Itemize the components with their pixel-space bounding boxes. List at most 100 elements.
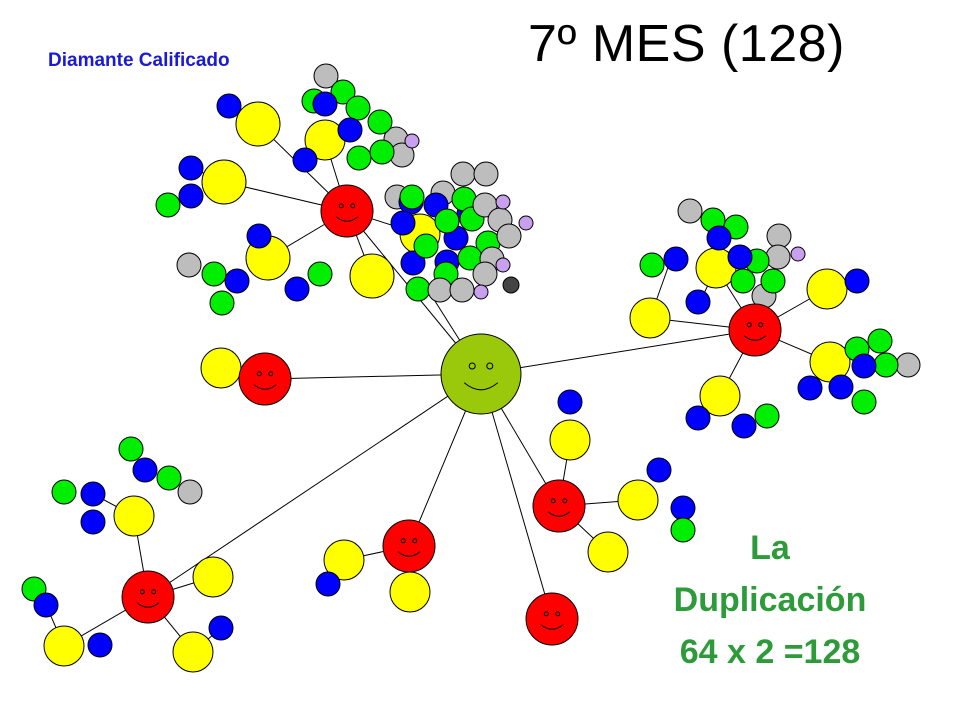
green-node (209, 290, 235, 316)
page-title: 7º MES (128) (528, 15, 845, 73)
green-node (51, 479, 77, 505)
yellow-node (113, 495, 155, 537)
blue-node (208, 615, 234, 641)
green-node (851, 389, 877, 415)
green-node (730, 268, 756, 294)
green-node (405, 276, 431, 302)
blue-node (224, 268, 250, 294)
connector-line (480, 329, 756, 375)
gray-node (766, 223, 792, 249)
green-node (873, 352, 899, 378)
caption-line-1: La (750, 529, 790, 567)
yellow-node (235, 101, 281, 147)
yellow-node (349, 253, 395, 299)
blue-node (400, 250, 426, 276)
yellow-node (192, 556, 234, 598)
yellow-node (389, 571, 431, 613)
red-smiley-node (238, 352, 292, 406)
blue-node (178, 155, 204, 181)
caption-line-2: Duplicación (673, 581, 867, 619)
lilac-node (404, 133, 420, 149)
green-node (307, 261, 333, 287)
blue-node (670, 495, 696, 521)
blue-node (828, 374, 854, 400)
red-smiley-node (525, 592, 579, 646)
green-node (369, 139, 395, 165)
blue-node (646, 457, 672, 483)
blue-node (390, 210, 416, 236)
blue-node (178, 183, 204, 209)
yellow-node (172, 631, 214, 673)
gray-node (473, 161, 499, 187)
tree-nodes (21, 63, 921, 673)
connector-line (480, 373, 553, 620)
gray-node (177, 479, 203, 505)
green-node (670, 517, 696, 543)
green-node (413, 233, 439, 259)
blue-node (731, 413, 757, 439)
caption-line-3: 64 x 2 =128 (679, 633, 861, 671)
blue-node (685, 405, 711, 431)
yellow-node (617, 479, 659, 521)
green-node (367, 109, 393, 135)
yellow-node (629, 297, 671, 339)
gray-node (427, 277, 453, 303)
red-smiley-node (382, 519, 436, 573)
blue-node (80, 481, 106, 507)
gray-node (765, 244, 791, 270)
blue-node (844, 268, 870, 294)
green-node (155, 192, 181, 218)
blue-node (312, 91, 338, 117)
yellow-node (587, 531, 629, 573)
blue-node (284, 276, 310, 302)
yellow-node (43, 625, 85, 667)
yellow-node (323, 539, 365, 581)
red-smiley-node (320, 184, 374, 238)
blue-node (557, 389, 583, 415)
yellow-node (200, 347, 242, 389)
gray-node (677, 198, 703, 224)
lilac-node (473, 284, 489, 300)
blue-node (797, 375, 823, 401)
blue-node (33, 592, 59, 618)
blue-node (315, 571, 341, 597)
subtitle: Diamante Calificado (48, 50, 230, 71)
lilac-node (790, 246, 806, 262)
green-node (330, 79, 356, 105)
lilac-node (495, 194, 511, 210)
yellow-node (699, 375, 741, 417)
gray-node (176, 252, 202, 278)
green-node (399, 184, 425, 210)
blue-node (292, 147, 318, 173)
blue-node (80, 509, 106, 535)
gray-node (496, 223, 522, 249)
caption: La Duplicación 64 x 2 =128 (635, 522, 905, 678)
red-smiley-node (121, 570, 175, 624)
blue-node (246, 223, 272, 249)
blue-node (337, 117, 363, 143)
yellow-node (806, 268, 848, 310)
blue-node (132, 457, 158, 483)
lilac-node (518, 215, 534, 231)
yellow-node (549, 419, 591, 461)
lilac-node (495, 257, 511, 273)
green-node (201, 261, 227, 287)
red-smiley-node (532, 479, 586, 533)
red-smiley-node (728, 303, 782, 357)
green-node (434, 208, 460, 234)
gray-node (313, 63, 339, 89)
green-node (754, 403, 780, 429)
green-node (346, 145, 372, 171)
blue-node (851, 353, 877, 379)
blue-node (87, 632, 113, 658)
blue-node (663, 246, 689, 272)
blue-node (685, 289, 711, 315)
dark-node (502, 276, 520, 294)
green-node (345, 95, 371, 121)
blue-node (706, 225, 732, 251)
gray-node (895, 352, 921, 378)
gray-node (449, 277, 475, 303)
green-node (867, 328, 893, 354)
blue-node (216, 93, 242, 119)
